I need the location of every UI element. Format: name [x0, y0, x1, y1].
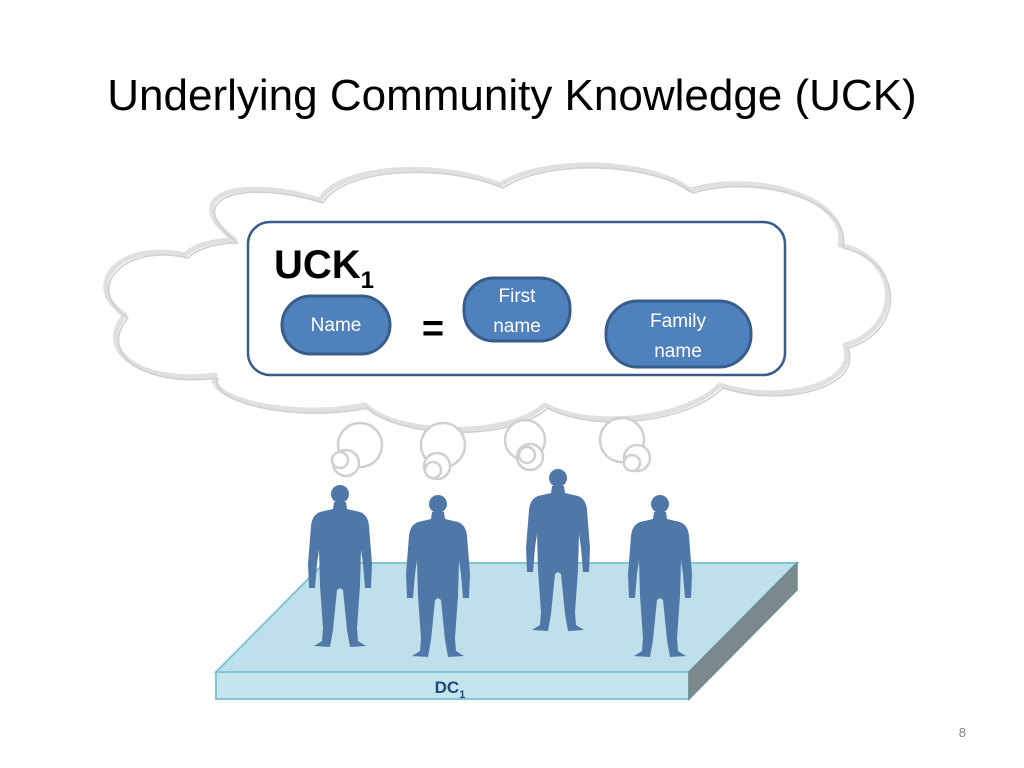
- node-name-label: Name: [311, 315, 362, 336]
- thought-bubble-4: [598, 416, 652, 473]
- thought-bubbles: [330, 416, 652, 481]
- node-name: Name: [280, 294, 392, 356]
- node-first-name-line-2: name: [493, 316, 541, 337]
- node-first-name-line-1: First: [499, 286, 537, 307]
- uck-label: UCK1: [274, 243, 374, 294]
- thought-bubble-2: [419, 421, 467, 481]
- thought-bubble-3: [503, 418, 547, 472]
- uck-subscript: 1: [361, 267, 374, 294]
- thought-bubble-1: [330, 421, 384, 478]
- page-number: 8: [958, 725, 966, 740]
- community-platform: DC1: [213, 561, 800, 701]
- node-first-name: First name: [462, 276, 572, 343]
- node-family-name: Family name: [604, 299, 753, 369]
- platform-subscript: 1: [459, 689, 465, 701]
- slide-title: Underlying Community Knowledge (UCK): [107, 71, 917, 120]
- platform-side: [688, 561, 798, 701]
- node-family-name-line-1: Family: [650, 311, 706, 332]
- platform-label: DC1: [435, 678, 466, 701]
- node-family-name-line-2: name: [654, 341, 702, 362]
- equals-sign: =: [422, 308, 444, 350]
